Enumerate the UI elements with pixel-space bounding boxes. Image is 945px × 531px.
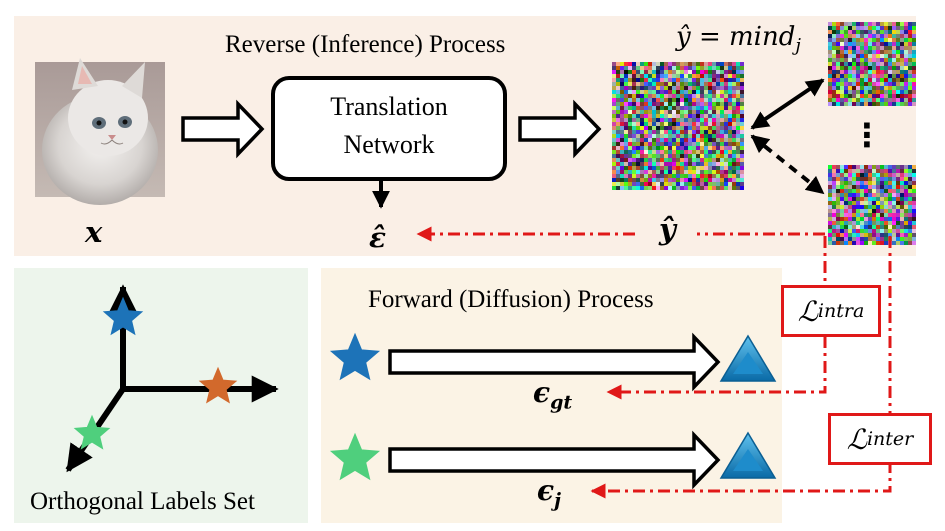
epsilon-j-symbol: ϵj xyxy=(537,474,561,512)
orthogonal-labels-title: Orthogonal Labels Set xyxy=(30,488,255,515)
cat-image xyxy=(35,58,165,205)
star-icon-green xyxy=(73,414,111,450)
noise-image-y-hat xyxy=(612,62,744,190)
y-hat-equation-sub: j xyxy=(795,35,801,57)
hollow-arrow xyxy=(181,99,265,159)
loss-intra-base: ℒ xyxy=(797,294,818,328)
red-line-inter xyxy=(590,236,892,499)
ellipsis-dots: ⋮ xyxy=(851,116,883,154)
triangle-icon xyxy=(719,334,777,382)
y-hat-equation-prefix: ŷ = mind xyxy=(676,22,796,52)
noise-image-mind-top xyxy=(828,22,916,106)
y-hat-symbol: ŷ xyxy=(659,212,676,246)
input-symbol-x: x xyxy=(85,215,103,249)
star-icon-blue-forward xyxy=(329,332,381,381)
epsilon-gt-base: ϵ xyxy=(533,376,551,409)
star-icon-green-forward xyxy=(329,432,381,481)
triangle-icon xyxy=(719,431,777,479)
hollow-arrow xyxy=(518,99,602,159)
solid-double-arrow xyxy=(750,78,825,130)
star-icon-blue xyxy=(102,296,144,336)
loss-intra-sub: intra xyxy=(817,300,865,322)
noise-image-mind-bottom xyxy=(828,165,916,245)
forward-hollow-arrow-j xyxy=(388,430,721,490)
epsilon-j-base: ϵ xyxy=(537,474,555,507)
forward-process-title: Forward (Diffusion) Process xyxy=(368,286,654,313)
forward-process-panel xyxy=(321,268,782,523)
translation-network-box xyxy=(271,76,507,181)
epsilon-gt-symbol: ϵgt xyxy=(533,376,572,414)
network-label-line2: Network xyxy=(343,130,435,159)
network-label-line1: Translation xyxy=(330,92,448,121)
loss-inter-base: ℒ xyxy=(846,422,867,456)
forward-hollow-arrow-gt xyxy=(388,332,721,392)
epsilon-hat-symbol: ε̂ xyxy=(369,221,387,254)
epsilon-j-sub: j xyxy=(554,489,561,512)
y-hat-equation: ŷ = mindj xyxy=(676,22,801,56)
loss-inter-sub: inter xyxy=(866,428,914,450)
epsilon-gt-sub: gt xyxy=(550,391,573,414)
star-icon-orange xyxy=(198,366,238,404)
reverse-process-title: Reverse (Inference) Process xyxy=(225,31,506,58)
orthogonal-labels-panel xyxy=(14,268,308,523)
